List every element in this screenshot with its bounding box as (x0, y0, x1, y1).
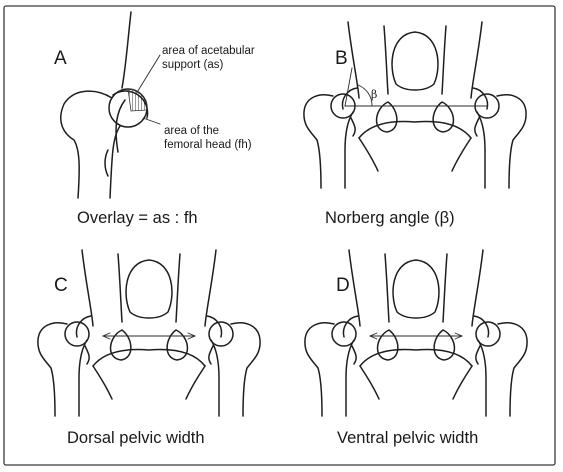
norberg-angle-symbol: β (371, 88, 377, 101)
panel-a-femoral-leader (143, 118, 160, 124)
femoral-head-label-line2: femoral head (fh) (164, 139, 252, 151)
femoral-head-label-line1: area of the (164, 125, 219, 137)
panel-c-caption: Dorsal pelvic width (67, 429, 205, 447)
panel-a-ilium-outline (122, 12, 131, 88)
panel-c: C Dorsal pelvic width (38, 250, 260, 447)
panel-a-letter: A (54, 48, 67, 69)
panel-b-letter: B (335, 48, 348, 69)
panel-b-pelvis (304, 22, 526, 188)
panel-c-pelvis (38, 250, 260, 416)
panel-a-femur (61, 91, 112, 198)
panel-b-caption: Norberg angle (β) (325, 209, 455, 227)
panel-d-letter: D (336, 275, 350, 296)
acetabular-support-label-line2: support (as) (162, 59, 224, 71)
panel-c-letter: C (54, 275, 68, 296)
panel-a: A area of acetabular support (as) area o… (54, 12, 255, 227)
panel-d: D Ventral pelvic width (305, 250, 527, 447)
acetabular-support-label-line1: area of acetabular (162, 45, 255, 57)
figure-border (4, 6, 555, 465)
panel-a-caption: Overlay = as : fh (77, 209, 198, 227)
norberg-angle-line-oblique (345, 68, 352, 106)
panel-d-caption: Ventral pelvic width (337, 429, 478, 447)
norberg-angle-arc (358, 85, 372, 106)
panel-b: B β Norberg angle (β) (304, 22, 526, 227)
panel-a-acetabular-leader (136, 55, 160, 94)
